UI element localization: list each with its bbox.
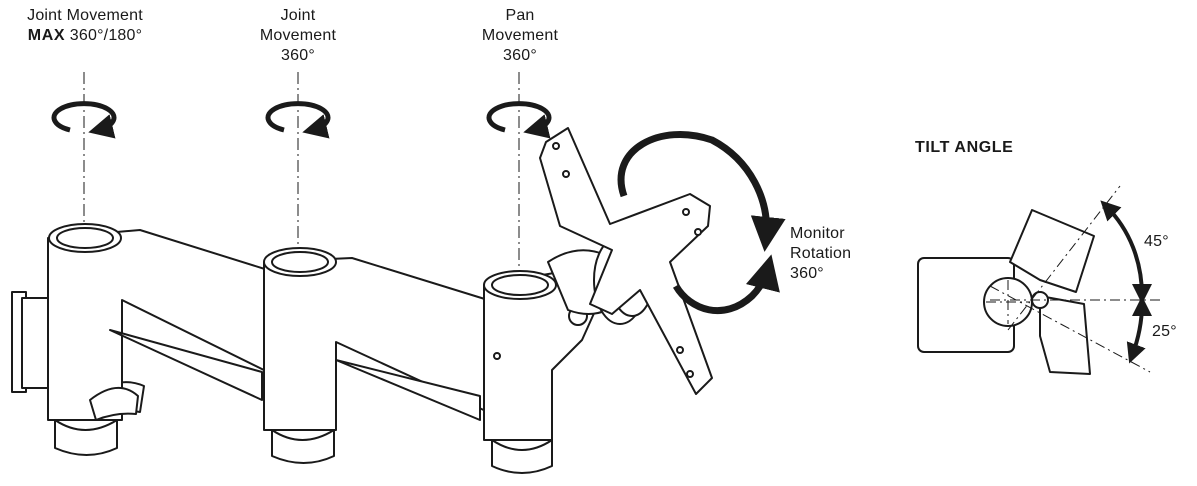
joint1-max-label: MAX <box>27 27 66 44</box>
vesa-plate <box>539 127 713 395</box>
joint2-label: Joint Movement 360° <box>240 6 356 66</box>
arm-segment-2 <box>263 247 489 464</box>
pan-label-line3: 360° <box>503 47 537 64</box>
joint1-label-line1: Joint Movement <box>27 7 143 24</box>
pan-head <box>483 270 601 474</box>
pan-label: Pan Movement 360° <box>462 6 578 66</box>
pan-label-line2: Movement <box>481 27 559 44</box>
tilt-angle-title: TILT ANGLE <box>915 139 1014 156</box>
tilt-up-angle: 45° <box>1144 233 1169 250</box>
joint1-range: 360°/180° <box>69 27 143 44</box>
pan-label-line1: Pan <box>505 7 535 24</box>
joint2-label-line2: Movement <box>259 27 337 44</box>
joint2-label-line1: Joint <box>280 7 316 24</box>
monitor-rotation-line1: Monitor <box>790 225 845 242</box>
joint1-label-line2: MAX 360°/180° <box>2 26 168 46</box>
monitor-rotation-arrow <box>617 131 786 315</box>
tilt-down-angle: 25° <box>1152 323 1177 340</box>
joint1-label: Joint Movement MAX 360°/180° <box>2 6 168 46</box>
tilt-detail <box>917 209 1095 375</box>
monitor-rotation-label: Monitor Rotation 360° <box>790 224 900 284</box>
pan-rotation-arrow <box>486 101 552 139</box>
joint2-rotation-arrow <box>265 101 331 139</box>
tilt-arrows <box>1100 200 1152 364</box>
arm-segment-1 <box>47 223 269 456</box>
monitor-rotation-line3: 360° <box>790 265 824 282</box>
monitor-rotation-line2: Rotation <box>790 245 852 262</box>
joint1-rotation-arrow <box>51 101 117 139</box>
joint2-label-line3: 360° <box>281 47 315 64</box>
